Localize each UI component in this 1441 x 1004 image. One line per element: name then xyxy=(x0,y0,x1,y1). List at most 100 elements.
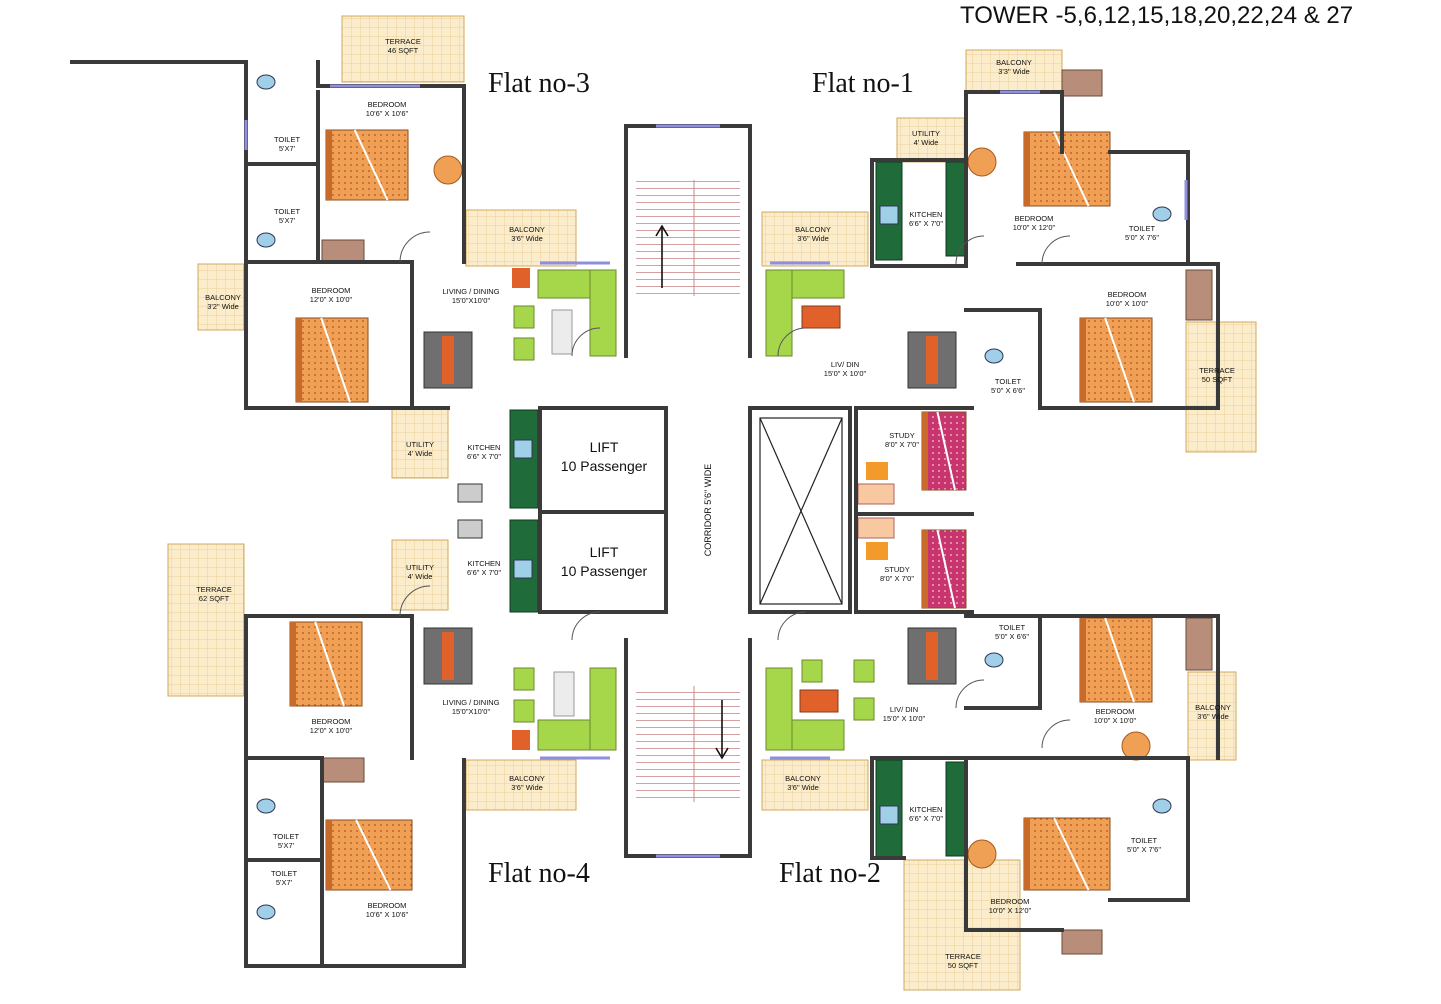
sink-2 xyxy=(513,559,533,579)
f4-coffee-table xyxy=(553,671,575,717)
wc-6 xyxy=(984,652,1004,668)
side-table-0 xyxy=(433,155,463,185)
f1-utility-floor xyxy=(896,117,966,163)
f2-bed2-fold xyxy=(1053,817,1090,891)
stair-upper xyxy=(636,180,740,296)
side-table-2 xyxy=(967,839,997,869)
f3-lamp xyxy=(512,268,530,288)
f2-sofa-b xyxy=(765,667,793,751)
f2-study-bed-fold xyxy=(936,529,956,609)
f3-dining-runner xyxy=(442,336,454,384)
f1-study-bed-headboard xyxy=(922,412,928,490)
lift-2-capacity: 10 Passenger xyxy=(560,562,648,579)
sink-0 xyxy=(879,205,899,225)
f1-coffee-table xyxy=(801,305,841,329)
f2-kitchen-counter2 xyxy=(945,761,967,857)
armchair-3 xyxy=(853,659,875,683)
armchair-4 xyxy=(853,697,875,721)
f3-terrace xyxy=(341,15,465,83)
f1-study-desk xyxy=(857,483,895,505)
f1-study-bed-fold xyxy=(936,411,956,491)
f3-bed2-headboard xyxy=(296,318,302,402)
door-swing-3 xyxy=(777,611,807,641)
wardrobe-0 xyxy=(321,239,365,263)
f2-terrace xyxy=(903,859,1021,991)
wardrobe-1 xyxy=(1061,69,1103,97)
f3-bed2-fold xyxy=(320,317,351,403)
armchair-5 xyxy=(513,667,535,691)
wc-7 xyxy=(1152,798,1172,814)
lift-2: LIFT 10 Passenger xyxy=(561,543,647,581)
f2-study-bed xyxy=(921,529,967,609)
flat-4-label: Flat no-4 xyxy=(488,858,590,889)
f3-balcony-left xyxy=(197,263,245,331)
f3-utility-floor xyxy=(391,407,449,479)
f2-coffee-table xyxy=(799,689,839,713)
stair-lower xyxy=(636,686,740,802)
f1-bed2-fold xyxy=(1104,317,1135,403)
f3-kitchen-counter xyxy=(509,409,539,509)
side-table-1 xyxy=(967,147,997,177)
stair-down-arrowhead xyxy=(715,747,729,760)
flat-3-label: Flat no-3 xyxy=(488,68,590,99)
f2-balcony-right xyxy=(1187,671,1237,761)
door-swing-0 xyxy=(399,231,431,263)
side-table-3 xyxy=(1121,731,1151,761)
f4-bed2 xyxy=(325,819,413,891)
corridor-label: CORRIDOR 5'6" WIDE xyxy=(703,463,713,557)
f4-bed1-fold xyxy=(314,621,345,707)
wc-4 xyxy=(1152,206,1172,222)
wc-5 xyxy=(984,348,1004,364)
f3-coffee-table xyxy=(551,309,573,355)
f2-study-desk xyxy=(857,517,895,539)
f1-bed2-headboard xyxy=(1080,318,1086,402)
f1-bed1-headboard xyxy=(1024,132,1030,206)
armchair-6 xyxy=(513,699,535,723)
door-swing-5 xyxy=(571,611,601,641)
f3-sofa-b xyxy=(589,269,617,357)
stove-1 xyxy=(457,519,483,539)
door-swing-4 xyxy=(571,327,601,357)
lift-1: LIFT 10 Passenger xyxy=(561,438,647,476)
door-swing-9 xyxy=(1041,719,1071,749)
wardrobe-3 xyxy=(1185,617,1213,671)
f4-utility-floor xyxy=(391,539,449,611)
f3-bed1-fold xyxy=(353,129,389,201)
wardrobe-5 xyxy=(1061,929,1103,955)
sink-3 xyxy=(879,805,899,825)
f4-bed2-headboard xyxy=(326,820,332,890)
armchair-0 xyxy=(513,305,535,329)
wardrobe-4 xyxy=(321,757,365,783)
f4-lamp xyxy=(512,730,530,750)
wc-2 xyxy=(256,798,276,814)
f1-kitchen-counter2 xyxy=(945,161,967,257)
f2-study-bed-headboard xyxy=(922,530,928,608)
f2-bed2 xyxy=(1023,817,1111,891)
